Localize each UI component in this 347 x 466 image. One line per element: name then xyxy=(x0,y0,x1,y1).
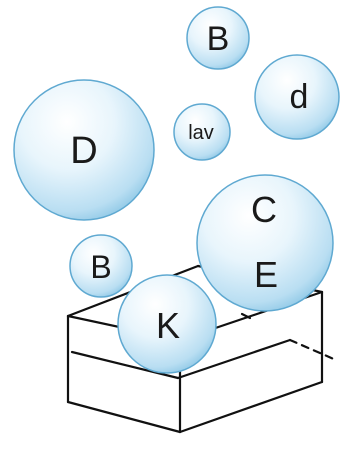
bubble-CE xyxy=(196,174,334,312)
block-notch-mark xyxy=(240,312,252,320)
bubble-group xyxy=(13,6,340,374)
bubble-D-big xyxy=(13,79,155,221)
block-hidden-edge xyxy=(288,338,338,362)
block-groove-front xyxy=(176,338,292,380)
label-D-big: D xyxy=(70,130,97,172)
block-bottom-left-edge xyxy=(66,400,182,434)
bubble-labels: B d lav D B C E K xyxy=(70,20,308,346)
bubble-b-top xyxy=(186,6,250,70)
bubble-d-small xyxy=(254,54,340,140)
label-K: K xyxy=(156,305,180,346)
label-E: E xyxy=(254,254,278,295)
label-lav: lav xyxy=(188,122,214,144)
bubble-lav xyxy=(173,103,231,161)
label-b-top: B xyxy=(207,20,230,58)
block-bottom-front-edge xyxy=(178,380,324,434)
label-B-left: B xyxy=(90,249,111,285)
bubble-B-left xyxy=(69,234,133,298)
bubble-K xyxy=(117,274,217,374)
block-groove-left xyxy=(70,350,180,380)
label-C: C xyxy=(251,189,277,230)
label-d-small: d xyxy=(290,78,309,116)
